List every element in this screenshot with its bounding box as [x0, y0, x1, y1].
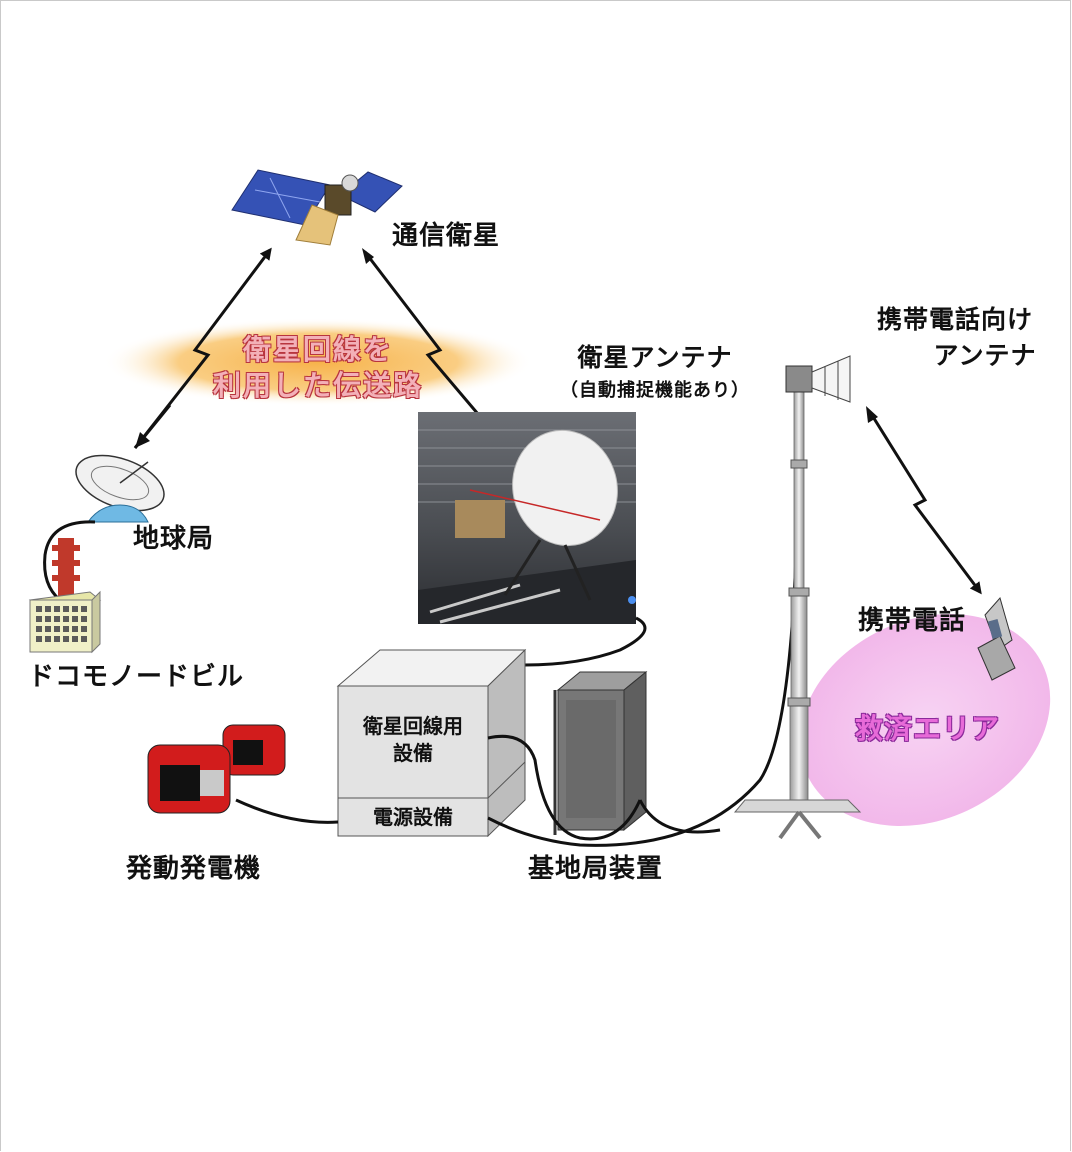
mobile-antenna-tower — [733, 355, 862, 840]
transmission-path-label: 衛星回線を 利用した伝送路 — [198, 332, 438, 404]
docomo-building-icon — [28, 538, 102, 654]
satellite-label: 通信衛星 — [392, 221, 501, 251]
mobile-antenna-label: 携帯電話向け アンテナ — [855, 300, 1055, 372]
satellite-antenna-title: 衛星アンテナ — [577, 343, 733, 372]
mobile-phone-icon — [977, 596, 1016, 681]
mobile-phone-label: 携帯電話 — [858, 606, 967, 636]
satellite-equipment-label: 衛星回線用 設備 — [338, 713, 488, 767]
earth-station-label: 地球局 — [133, 524, 215, 554]
transmission-glow — [103, 318, 533, 406]
satellite-antenna-label: 衛星アンテナ （自動捕捉機能あり） — [540, 338, 770, 402]
transmission-line-2: 利用した伝送路 — [212, 369, 423, 402]
earth-station-icon — [43, 454, 165, 602]
satellite-antenna-photo — [418, 412, 636, 624]
rescue-area-label: 救済エリア — [855, 712, 1001, 745]
docomo-node-building-label: ドコモノードビル — [28, 662, 245, 692]
generator-icon — [147, 724, 339, 824]
base-station-equipment-label: 基地局装置 — [528, 854, 664, 884]
link-earth-to-satellite — [133, 247, 272, 449]
link-antenna-to-phone — [868, 411, 982, 595]
equipment-box — [336, 648, 527, 838]
generator-label: 発動発電機 — [126, 854, 262, 884]
transmission-line-1: 衛星回線を — [242, 333, 393, 366]
satellite-equipment-line-2: 設備 — [393, 741, 433, 765]
satellite-equipment-line-1: 衛星回線用 — [363, 714, 463, 738]
mobile-antenna-line-2: アンテナ — [933, 341, 1037, 370]
link-satellite-to-antenna — [363, 251, 502, 443]
mobile-antenna-line-1: 携帯電話向け — [876, 305, 1033, 334]
base-station-unit — [553, 670, 648, 835]
power-equipment-label: 電源設備 — [373, 805, 453, 829]
satellite-icon — [231, 169, 403, 246]
auto-tracking-note: （自動捕捉機能あり） — [560, 380, 750, 401]
